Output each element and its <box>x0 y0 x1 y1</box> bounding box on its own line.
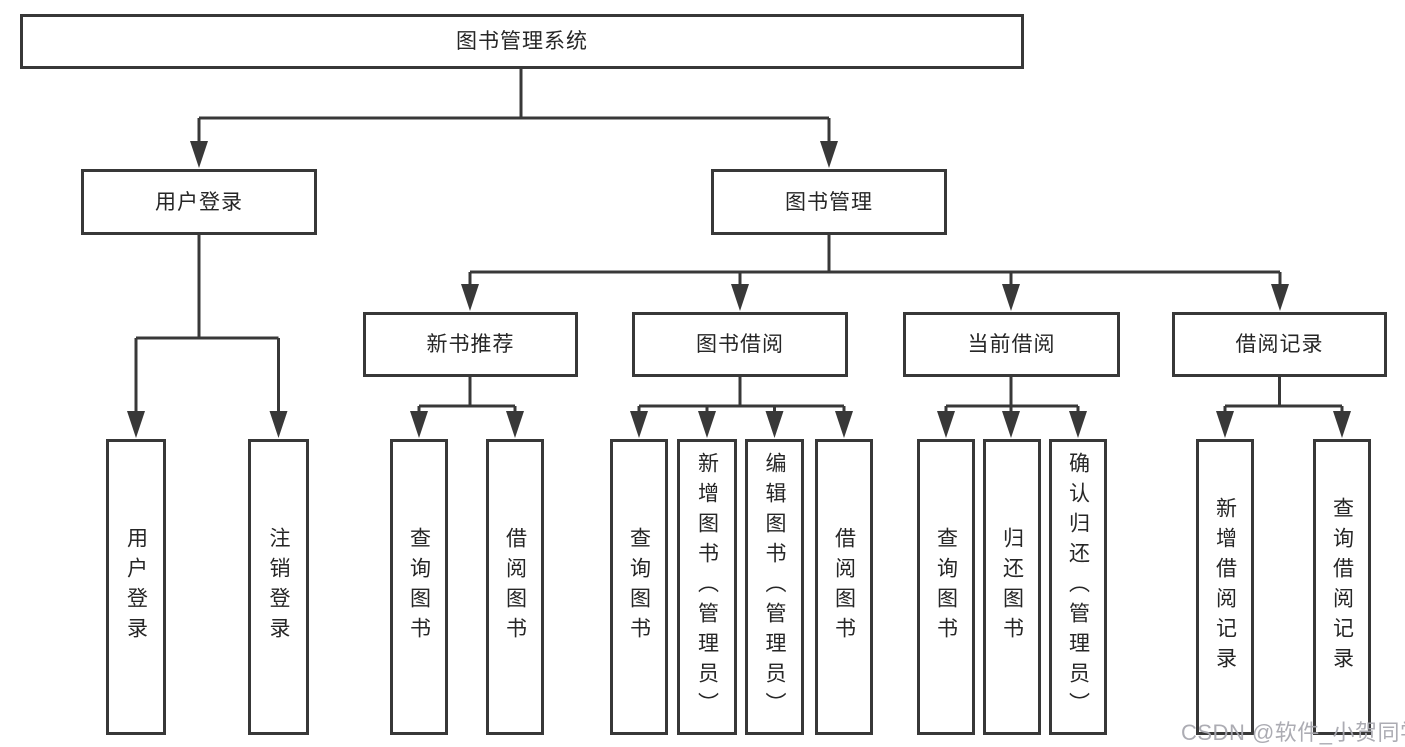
node-leaf-edit-books-admin: 编辑图书（管理员） <box>745 439 804 735</box>
node-leaf-query-books-2: 查询图书 <box>610 439 668 735</box>
node-borrow-records: 借阅记录 <box>1172 312 1387 377</box>
arrowheads-leaves <box>410 411 1351 438</box>
node-leaf-query-books-1: 查询图书 <box>390 439 448 735</box>
node-leaf-query-books-3: 查询图书 <box>917 439 975 735</box>
arrowheads-level2 <box>190 141 838 168</box>
arrowheads-level3 <box>461 284 1289 311</box>
node-leaf-query-borrow-record: 查询借阅记录 <box>1313 439 1371 735</box>
node-library-system: 图书管理系统 <box>20 14 1024 69</box>
node-leaf-borrow-books-1: 借阅图书 <box>486 439 544 735</box>
connector-root-to-level2 <box>197 69 831 146</box>
connector-current-borrow-children <box>944 377 1080 416</box>
connector-book-mgmt-to-level3 <box>468 235 1282 288</box>
node-current-borrowing: 当前借阅 <box>903 312 1120 377</box>
node-book-management: 图书管理 <box>711 169 947 235</box>
node-leaf-user-login: 用户登录 <box>106 439 166 735</box>
node-leaf-borrow-books-2: 借阅图书 <box>815 439 873 735</box>
node-leaf-add-books-admin: 新增图书（管理员） <box>677 439 737 735</box>
node-book-borrowing: 图书借阅 <box>632 312 848 377</box>
connector-borrow-record-children <box>1223 377 1344 416</box>
watermark-csdn: CSDN @软件_小贺同学 <box>1181 720 1405 745</box>
node-user-login: 用户登录 <box>81 169 317 235</box>
node-leaf-confirm-return-admin: 确认归还（管理员） <box>1049 439 1107 735</box>
node-leaf-return-books: 归还图书 <box>983 439 1041 735</box>
arrowheads-user-login-children <box>127 411 288 438</box>
connector-book-borrow-children <box>637 377 846 416</box>
node-leaf-add-borrow-record: 新增借阅记录 <box>1196 439 1254 735</box>
node-leaf-logout: 注销登录 <box>248 439 309 735</box>
connector-user-login-children <box>134 235 280 416</box>
node-new-book-recommend: 新书推荐 <box>363 312 578 377</box>
connector-new-book-children <box>417 377 517 416</box>
